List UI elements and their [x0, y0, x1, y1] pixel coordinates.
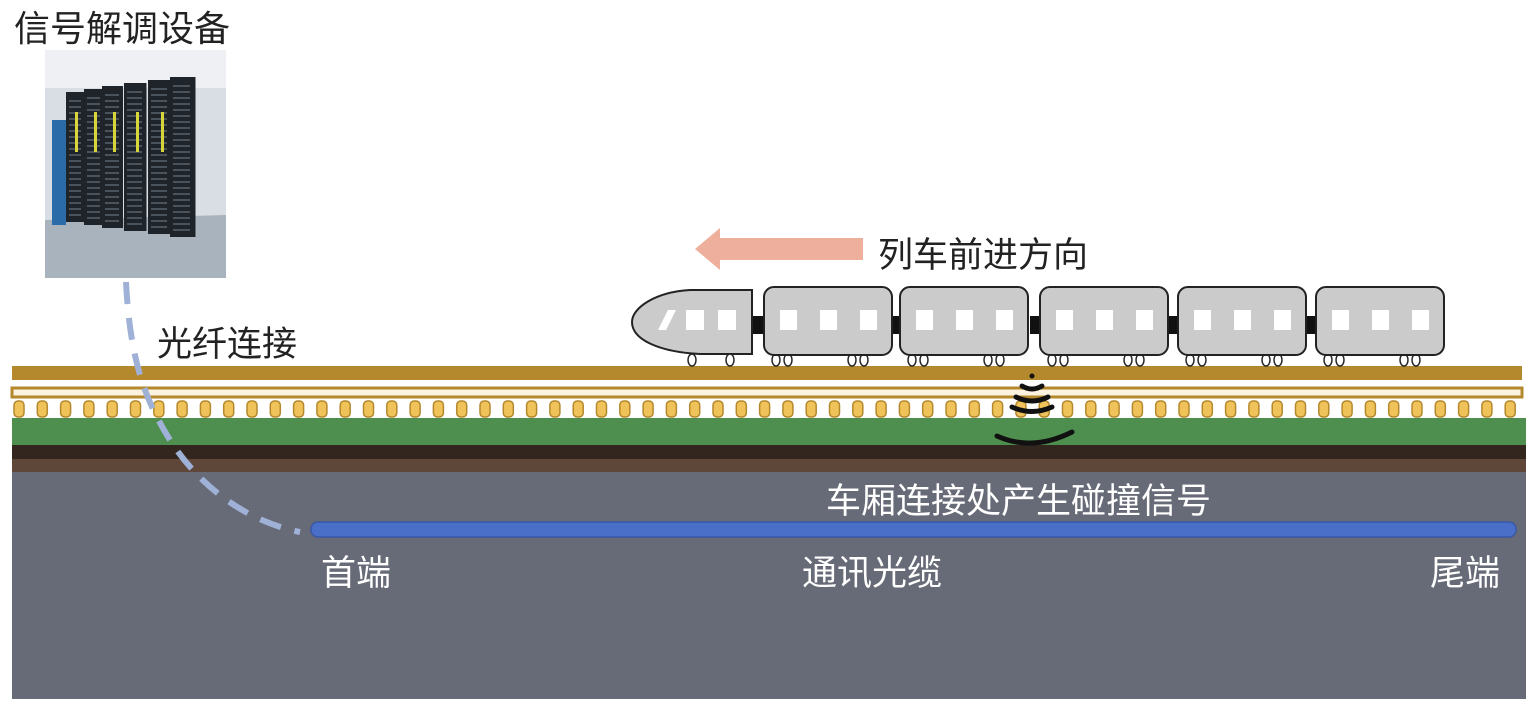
server-rack-icon: [45, 50, 226, 278]
train-direction-label: 列车前进方向: [878, 236, 1089, 276]
train: [630, 286, 1445, 367]
sleepers: [13, 400, 1516, 418]
fiber-link-label: 光纤连接: [157, 325, 298, 365]
soil-brown-layer: [12, 458, 1526, 472]
soil-dark-layer: [12, 444, 1526, 459]
cable-head-label: 首端: [321, 554, 392, 594]
ground-area: [12, 472, 1526, 699]
locomotive-windshield: [658, 310, 676, 330]
ballast-layer: [12, 418, 1526, 445]
collision-signal-label: 车厢连接处产生碰撞信号: [826, 482, 1212, 522]
communication-cable: [310, 521, 1517, 538]
left-arrow-icon: [695, 228, 863, 270]
cable-tail-label: 尾端: [1430, 554, 1501, 594]
rail-upper: [12, 366, 1522, 380]
vibration-waves-icon: [994, 373, 1075, 446]
device-title: 信号解调设备: [14, 9, 231, 50]
rail-lower: [10, 386, 1524, 399]
cable-name-label: 通讯光缆: [802, 554, 943, 594]
